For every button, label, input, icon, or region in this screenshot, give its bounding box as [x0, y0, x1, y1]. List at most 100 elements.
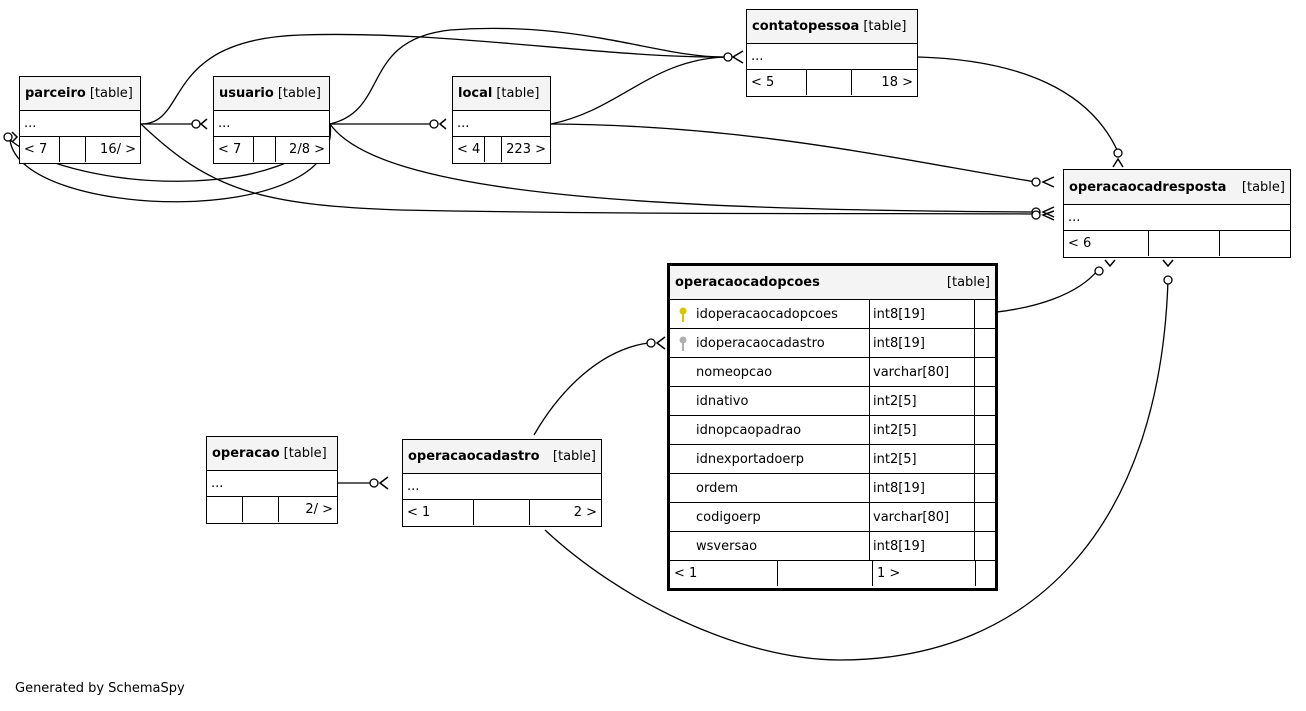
table-type: [table]	[89, 86, 133, 101]
column-extra	[975, 503, 995, 532]
table-footer: < 1 1 >	[670, 561, 995, 586]
table-header: operacao[table]	[207, 437, 337, 471]
table-name: operacao	[212, 446, 280, 461]
table-type: [table]	[946, 275, 990, 290]
crowfoot-marker	[11, 131, 19, 143]
table-footer: < 7 16/ >	[20, 137, 140, 162]
table-type: [table]	[552, 449, 596, 464]
column-extra	[975, 416, 995, 445]
edge-contatopessoa-operacaocadresposta	[917, 56, 1119, 153]
column-name[interactable]: nomeopcao	[670, 358, 870, 387]
crowfoot-marker	[1041, 206, 1055, 218]
column-extra	[975, 358, 995, 387]
table-local[interactable]: local[table] ... < 4 223 >	[452, 76, 551, 164]
table-name: local	[458, 86, 493, 101]
edge-parceiro-contatopessoa	[140, 33, 726, 125]
edge-parceiro-operacaocadresposta	[140, 123, 1037, 215]
generated-by-label: Generated by SchemaSpy	[15, 681, 185, 696]
footer-spacer	[778, 561, 873, 586]
collapsed-columns: ...	[207, 471, 337, 497]
optional-marker	[723, 52, 733, 62]
collapsed-columns: ...	[403, 474, 601, 500]
table-type: [table]	[277, 86, 321, 101]
table-footer: < 7 2/8 >	[214, 137, 329, 162]
column-name[interactable]: idnativo	[670, 387, 870, 416]
optional-marker	[3, 132, 13, 142]
column-name[interactable]: ordem	[670, 474, 870, 503]
primary-key-icon	[679, 307, 687, 322]
children-count: 2/ >	[305, 502, 333, 517]
edge-operacaocadastro-operacaocadresposta	[544, 279, 1169, 661]
column-type: int2[5]	[870, 445, 975, 474]
column-type: varchar[80]	[870, 358, 975, 387]
column-name[interactable]: codigoerp	[670, 503, 870, 532]
footer-spacer	[254, 137, 276, 162]
collapsed-columns: ...	[747, 44, 917, 70]
table-header: operacaocadresposta [table]	[1064, 170, 1290, 205]
column-name[interactable]: idoperacaocadastro	[670, 329, 870, 358]
table-contatopessoa[interactable]: contatopessoa[table] ... < 5 18 >	[746, 9, 918, 97]
parents-count: < 7	[214, 137, 254, 162]
column-name[interactable]: idnopcaopadrao	[670, 416, 870, 445]
column-type: int8[19]	[870, 532, 975, 561]
collapsed-columns: ...	[453, 111, 550, 137]
crowfoot-marker	[655, 336, 666, 350]
footer-spacer	[1149, 231, 1220, 256]
parents-count	[207, 497, 243, 522]
crowfoot-marker	[1041, 176, 1055, 188]
optional-marker	[369, 478, 379, 488]
footer-spacer	[474, 500, 530, 525]
parents-count: < 5	[747, 70, 807, 95]
table-footer: < 6	[1064, 231, 1290, 256]
parents-count: < 6	[1064, 231, 1149, 256]
crowfoot-marker	[378, 476, 389, 490]
optional-marker	[191, 119, 201, 129]
table-type: [table]	[283, 446, 327, 461]
column-name[interactable]: idnexportadoerp	[670, 445, 870, 474]
table-header: operacaocadastro [table]	[403, 440, 601, 474]
table-name: operacaocadastro	[408, 449, 540, 464]
footer-spacer	[243, 497, 279, 522]
crowfoot-marker	[199, 118, 208, 130]
optional-marker	[1031, 210, 1041, 220]
table-parceiro[interactable]: parceiro[table] ... < 7 16/ >	[19, 76, 141, 164]
table-usuario[interactable]: usuario[table] ... < 7 2/8 >	[213, 76, 330, 164]
column-type: int2[5]	[870, 387, 975, 416]
column-extra	[975, 329, 995, 358]
column-list: idoperacaocadopcoes int8[19] idoperacaoc…	[670, 300, 995, 561]
table-name: contatopessoa	[752, 19, 860, 34]
column-extra	[975, 532, 995, 561]
column-name[interactable]: wsversao	[670, 532, 870, 561]
edge-local-contatopessoa	[550, 56, 726, 125]
table-header: usuario[table]	[214, 77, 329, 111]
column-extra	[975, 474, 995, 503]
table-name: usuario	[219, 86, 274, 101]
footer-spacer	[807, 70, 852, 95]
edge-local-operacaocadresposta	[550, 123, 1037, 183]
optional-marker	[1163, 275, 1173, 285]
column-name[interactable]: idoperacaocadopcoes	[670, 300, 870, 329]
children-count: 1 >	[873, 561, 976, 586]
parents-count: < 1	[403, 500, 474, 525]
children-count: 16/ >	[100, 142, 136, 157]
table-header: parceiro[table]	[20, 77, 140, 111]
table-type: [table]	[863, 19, 907, 34]
crowfoot-marker	[1112, 157, 1124, 168]
footer-spacer	[60, 137, 86, 162]
edge-usuario-operacaocadresposta	[329, 123, 1037, 213]
optional-marker	[1031, 177, 1041, 187]
crowfoot-marker	[1162, 259, 1174, 268]
column-extra	[975, 300, 995, 329]
footer-spacer	[976, 561, 995, 586]
table-operacao[interactable]: operacao[table] ... 2/ >	[206, 436, 338, 524]
table-operacaocadresposta[interactable]: operacaocadresposta [table] ... < 6	[1063, 169, 1291, 258]
table-type: [table]	[1241, 179, 1285, 195]
parents-count: < 1	[670, 561, 778, 586]
table-operacaocadastro[interactable]: operacaocadastro [table] ... < 1 2 >	[402, 439, 602, 527]
column-extra	[975, 387, 995, 416]
table-operacaocadopcoes[interactable]: operacaocadopcoes [table] idoperacaocado…	[667, 263, 998, 591]
table-type: [table]	[496, 86, 540, 101]
table-footer: < 5 18 >	[747, 70, 917, 95]
column-type: int8[19]	[870, 474, 975, 503]
